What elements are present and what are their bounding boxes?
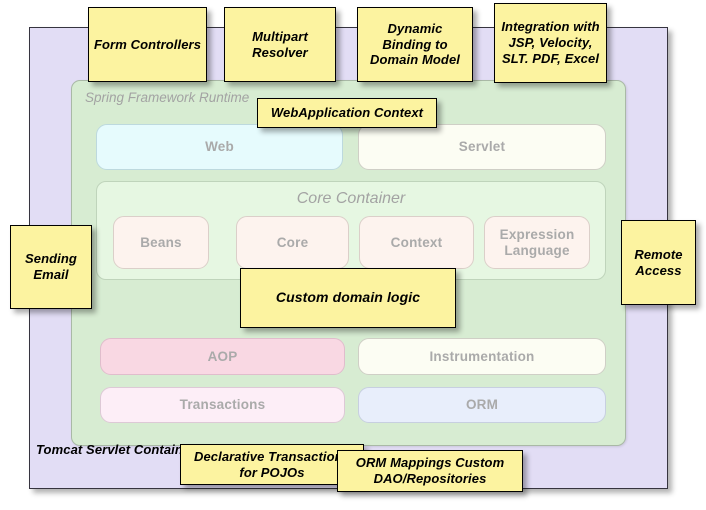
note-declarative-transactions-label: Declarative Transactions for POJOs — [193, 448, 351, 480]
module-servlet: Servlet — [358, 124, 606, 170]
module-servlet-label: Servlet — [458, 139, 506, 155]
module-expression-language: Expression Language — [484, 216, 590, 269]
module-aop-label: AOP — [207, 348, 238, 364]
module-orm-label: ORM — [465, 397, 499, 413]
note-integration-label: Integration with JSP, Velocity, SLT. PDF… — [501, 19, 600, 66]
module-beans: Beans — [113, 216, 209, 269]
note-dynamic-binding: Dynamic Binding to Domain Model — [357, 7, 473, 82]
note-form-controllers: Form Controllers — [88, 7, 207, 82]
note-declarative-transactions: Declarative Transactions for POJOs — [180, 444, 364, 485]
module-expression-language-label: Expression Language — [499, 226, 575, 258]
module-core-label: Core — [276, 234, 309, 250]
module-aop: AOP — [100, 338, 345, 375]
module-beans-label: Beans — [140, 234, 182, 250]
module-transactions: Transactions — [100, 387, 345, 423]
note-webapplication-context-label: WebApplication Context — [270, 105, 424, 121]
module-transactions-label: Transactions — [179, 397, 266, 413]
note-webapplication-context: WebApplication Context — [257, 98, 437, 128]
core-container-label: Core Container — [296, 190, 406, 207]
module-web: Web — [96, 124, 343, 170]
module-context-label: Context — [390, 234, 443, 250]
note-remote-access: Remote Access — [621, 220, 696, 305]
module-orm: ORM — [358, 387, 606, 423]
note-integration: Integration with JSP, Velocity, SLT. PDF… — [494, 3, 607, 83]
note-orm-mappings: ORM Mappings Custom DAO/Repositories — [337, 450, 523, 492]
note-remote-access-label: Remote Access — [634, 246, 683, 278]
note-sending-email-label: Sending Email — [25, 251, 77, 282]
module-core: Core — [236, 216, 349, 269]
tomcat-servlet-container-label: Tomcat Servlet Container — [36, 442, 196, 457]
note-custom-domain-logic-label: Custom domain logic — [275, 289, 421, 306]
module-context: Context — [359, 216, 474, 269]
module-instrumentation: Instrumentation — [358, 338, 606, 375]
note-dynamic-binding-label: Dynamic Binding to Domain Model — [369, 20, 461, 68]
module-instrumentation-label: Instrumentation — [429, 348, 535, 364]
note-multipart-resolver: Multipart Resolver — [224, 7, 336, 82]
note-sending-email: Sending Email — [10, 225, 92, 309]
note-form-controllers-label: Form Controllers — [93, 36, 202, 52]
note-custom-domain-logic: Custom domain logic — [240, 268, 456, 328]
note-orm-mappings-label: ORM Mappings Custom DAO/Repositories — [355, 455, 505, 486]
note-multipart-resolver-label: Multipart Resolver — [252, 28, 308, 60]
spring-framework-runtime-label: Spring Framework Runtime — [85, 90, 250, 105]
module-web-label: Web — [205, 139, 234, 155]
